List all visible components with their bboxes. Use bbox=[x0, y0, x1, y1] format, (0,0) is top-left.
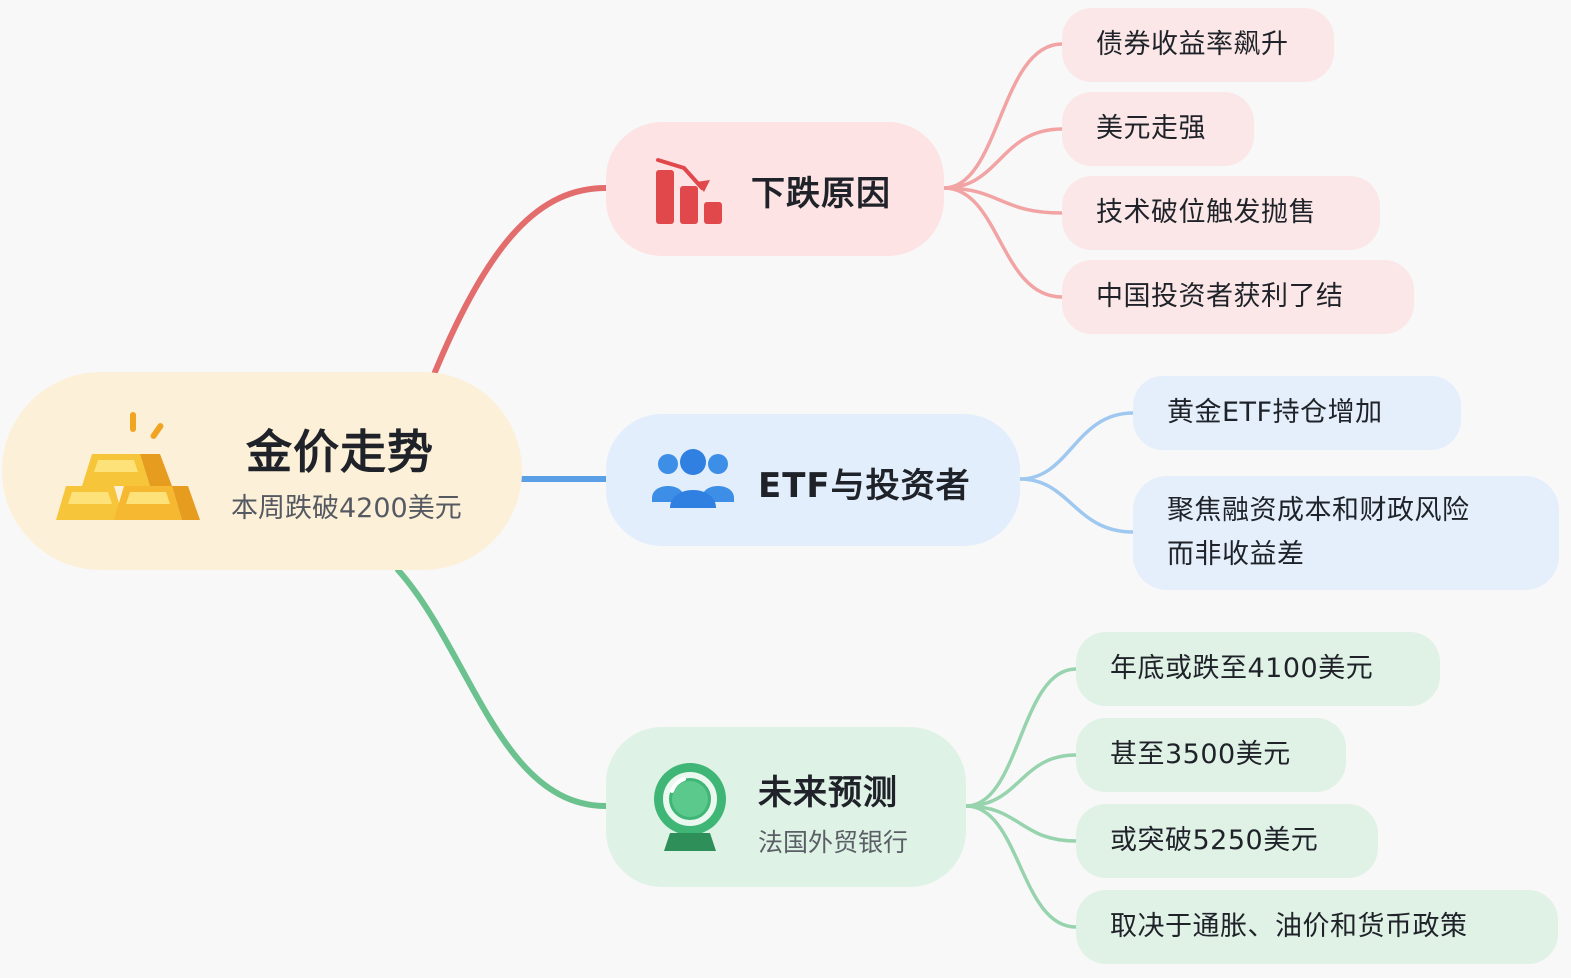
link-fall-2 bbox=[943, 127, 1063, 190]
branch-fall-reasons[interactable]: 下跌原因 bbox=[606, 122, 944, 256]
link-future-1 bbox=[965, 667, 1077, 808]
branch-future-forecast[interactable]: 未来预测 法国外贸银行 bbox=[606, 727, 966, 887]
link-future-2 bbox=[965, 753, 1077, 808]
leaf-fall-2[interactable]: 美元走强 bbox=[1062, 92, 1254, 166]
leaf-etf-2-line-1: 聚焦融资成本和财政风险 bbox=[1167, 495, 1470, 526]
leaf-etf-2-line-2: 而非收益差 bbox=[1167, 539, 1305, 570]
branch-etf-title: ETF与投资者 bbox=[758, 466, 971, 506]
leaf-fall-4[interactable]: 中国投资者获利了结 bbox=[1062, 260, 1414, 334]
link-fall-1 bbox=[943, 42, 1063, 190]
branch-future-title: 未来预测 bbox=[758, 773, 898, 813]
link-etf-2 bbox=[1019, 477, 1134, 534]
link-fall-3 bbox=[943, 186, 1063, 215]
crystal-ball-icon bbox=[654, 763, 726, 851]
link-root-future bbox=[395, 567, 609, 809]
leaf-future-3[interactable]: 或突破5250美元 bbox=[1076, 804, 1378, 878]
root-node[interactable]: 金价走势 本周跌破4200美元 bbox=[2, 372, 522, 570]
leaf-etf-2[interactable]: 聚焦融资成本和财政风险 而非收益差 bbox=[1133, 476, 1559, 590]
leaf-fall-1[interactable]: 债券收益率飙升 bbox=[1062, 8, 1334, 82]
gold-bars-icon bbox=[56, 412, 200, 520]
link-etf-1 bbox=[1019, 411, 1134, 481]
link-future-4 bbox=[965, 804, 1077, 929]
bar-chart-down-icon bbox=[656, 158, 722, 224]
branch-etf-investors[interactable]: ETF与投资者 bbox=[606, 414, 1020, 546]
leaf-fall-3[interactable]: 技术破位触发抛售 bbox=[1062, 176, 1380, 250]
leaf-future-1[interactable]: 年底或跌至4100美元 bbox=[1076, 632, 1440, 706]
root-title: 金价走势 bbox=[246, 425, 434, 479]
leaf-future-4[interactable]: 取决于通胀、油价和货币政策 bbox=[1076, 890, 1558, 964]
leaf-future-2[interactable]: 甚至3500美元 bbox=[1076, 718, 1346, 792]
branch-fall-title: 下跌原因 bbox=[751, 174, 891, 214]
root-subtitle: 本周跌破4200美元 bbox=[231, 493, 462, 524]
link-future-3 bbox=[965, 804, 1077, 843]
link-fall-4 bbox=[943, 186, 1063, 299]
leaf-etf-1[interactable]: 黄金ETF持仓增加 bbox=[1133, 376, 1461, 450]
people-group-icon bbox=[652, 449, 734, 508]
branch-future-subtitle: 法国外贸银行 bbox=[758, 828, 909, 857]
link-root-fall bbox=[432, 185, 609, 375]
